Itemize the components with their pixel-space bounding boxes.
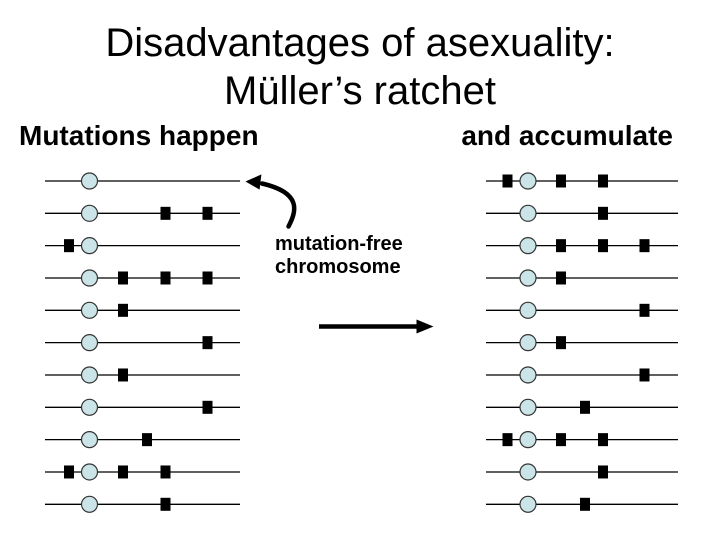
- mutation-marker: [556, 336, 566, 350]
- centromere-icon: [80, 366, 99, 384]
- slide-title: Disadvantages of asexuality: Müller’s ra…: [0, 19, 720, 115]
- title-line-1: Disadvantages of asexuality:: [105, 21, 615, 65]
- centromere-icon: [519, 237, 537, 255]
- mutation-marker: [598, 174, 608, 188]
- left-chromosomes: [45, 172, 240, 513]
- right-column-heading: and accumulate: [461, 120, 673, 151]
- mutation-marker: [202, 336, 213, 350]
- mutation-marker: [160, 206, 171, 220]
- right-chromosome-6: [486, 334, 678, 352]
- mutation-free-label: mutation-free chromosome: [275, 233, 403, 279]
- mutation-marker: [598, 465, 608, 479]
- centromere-icon: [80, 301, 99, 319]
- right-chromosome-8: [486, 398, 678, 416]
- left-chromosome-2: [45, 204, 240, 222]
- right-chromosome-10: [486, 463, 678, 481]
- centromere-icon: [519, 334, 537, 352]
- right-chromosome-7: [486, 366, 678, 384]
- mutation-marker: [142, 433, 152, 447]
- left-chromosome-6: [45, 334, 240, 352]
- centromere-icon: [80, 204, 99, 222]
- mutation-marker: [118, 368, 128, 382]
- mutation-marker: [639, 239, 650, 253]
- centromere-icon: [519, 398, 537, 416]
- mutation-marker: [556, 433, 566, 447]
- mutation-marker: [502, 174, 513, 188]
- mutation-marker: [160, 271, 171, 285]
- mutation-marker: [580, 497, 590, 511]
- left-chromosome-3: [45, 237, 240, 255]
- mutation-marker: [639, 368, 650, 382]
- left-chromosome-10: [45, 463, 240, 481]
- mutation-marker: [556, 239, 566, 253]
- left-chromosome-1: [45, 172, 240, 190]
- centromere-icon: [80, 463, 99, 481]
- mutation-marker: [556, 174, 566, 188]
- mutation-marker: [556, 271, 566, 285]
- centromere-icon: [80, 237, 99, 255]
- mutation-marker: [202, 206, 213, 220]
- mutation-marker: [598, 206, 608, 220]
- mutation-marker: [118, 303, 128, 317]
- curved-arrow-shaft: [259, 181, 297, 229]
- centromere-icon: [519, 495, 537, 513]
- annotation-line-1: mutation-free: [275, 233, 403, 255]
- mutation-marker: [202, 400, 213, 414]
- centromere-icon: [80, 398, 99, 416]
- centromere-icon: [80, 334, 99, 352]
- mutation-marker: [160, 497, 171, 511]
- centromere-icon: [80, 495, 99, 513]
- left-chromosome-4: [45, 269, 240, 287]
- right-chromosome-9: [486, 431, 678, 449]
- right-chromosome-1: [486, 172, 678, 190]
- mutation-marker: [160, 465, 171, 479]
- curved-arrow-head: [245, 174, 262, 190]
- left-chromosome-9: [45, 431, 240, 449]
- left-chromosome-7: [45, 366, 240, 384]
- title-line-2: Müller’s ratchet: [224, 69, 496, 113]
- curved-arrow: [245, 174, 297, 229]
- mutation-marker: [118, 465, 128, 479]
- centromere-icon: [519, 172, 537, 190]
- right-chromosome-4: [486, 269, 678, 287]
- centromere-icon: [519, 269, 537, 287]
- centromere-icon: [519, 301, 537, 319]
- mutation-marker: [64, 465, 74, 479]
- mutation-marker: [639, 303, 650, 317]
- centromere-icon: [80, 431, 99, 449]
- right-chromosome-5: [486, 301, 678, 319]
- left-column-heading: Mutations happen: [19, 120, 259, 151]
- centromere-icon: [80, 172, 99, 190]
- centromere-icon: [519, 366, 537, 384]
- mutation-marker: [118, 271, 128, 285]
- mutation-marker: [598, 239, 608, 253]
- annotation-line-2: chromosome: [275, 256, 401, 278]
- right-arrow-head: [416, 319, 434, 334]
- left-chromosome-11: [45, 495, 240, 513]
- mutation-marker: [64, 239, 74, 253]
- right-chromosome-11: [486, 495, 678, 513]
- right-chromosome-3: [486, 237, 678, 255]
- centromere-icon: [80, 269, 99, 287]
- right-arrow: [319, 319, 434, 334]
- mutation-marker: [580, 400, 590, 414]
- left-chromosome-8: [45, 398, 240, 416]
- left-chromosome-5: [45, 301, 240, 319]
- mutation-marker: [502, 433, 513, 447]
- mutation-marker: [598, 433, 608, 447]
- right-chromosome-2: [486, 204, 678, 222]
- centromere-icon: [519, 204, 537, 222]
- right-chromosomes: [486, 172, 678, 513]
- centromere-icon: [519, 463, 537, 481]
- mutation-marker: [202, 271, 213, 285]
- centromere-icon: [519, 431, 537, 449]
